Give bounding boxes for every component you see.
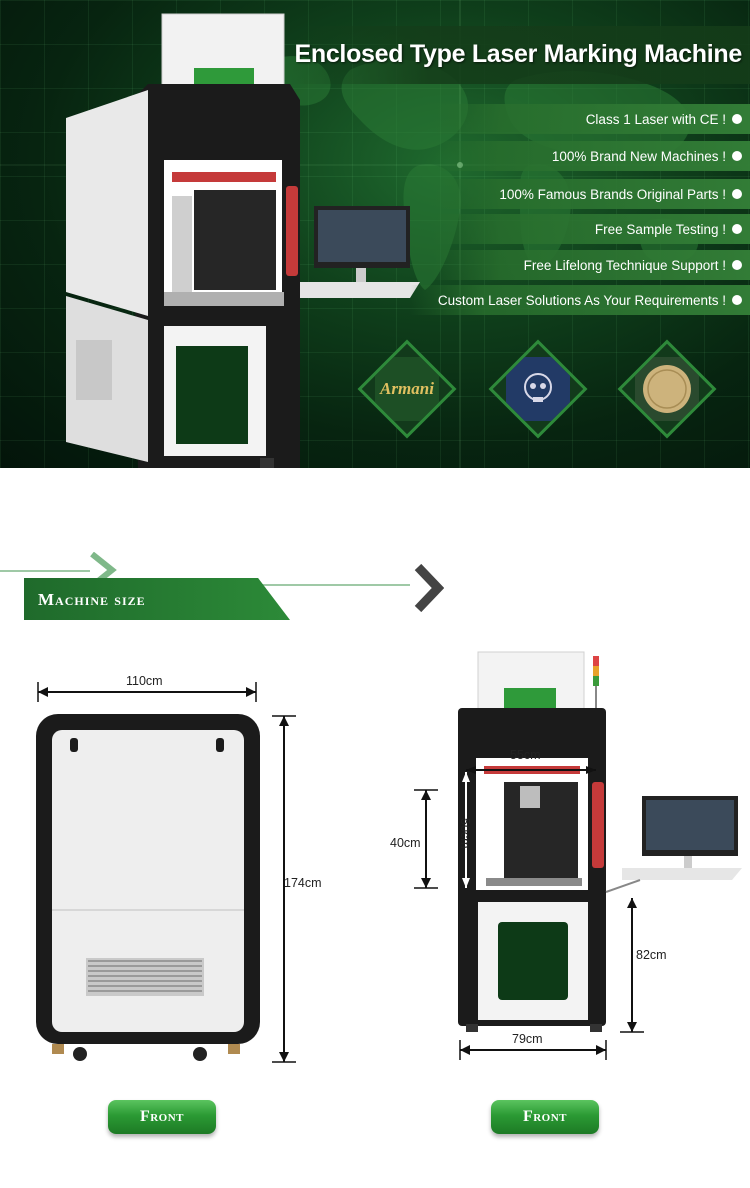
front-height-label: 174cm (284, 876, 322, 890)
side-view-diagram (414, 651, 742, 1060)
table-height-label: 82cm (636, 948, 667, 962)
opening-height-label: 40cm (390, 836, 421, 850)
section-divider (0, 570, 90, 572)
front-view-button[interactable]: Front (491, 1100, 599, 1134)
bullet-icon (732, 151, 742, 161)
skull-icon (524, 373, 552, 402)
section-tab (24, 578, 290, 620)
bullet-icon (732, 224, 742, 234)
bullet-icon (732, 189, 742, 199)
feature-ribbon: Class 1 Laser with CE ! (430, 104, 750, 134)
coin-icon (643, 365, 691, 413)
inner-height-label: 50cm (458, 818, 472, 849)
feature-ribbon: Free Lifelong Technique Support ! (430, 250, 750, 280)
bullet-icon (732, 260, 742, 270)
front-view-button[interactable]: Front (108, 1100, 216, 1134)
hero-title-bar (290, 26, 750, 84)
feature-ribbon: Custom Laser Solutions As Your Requireme… (410, 285, 750, 315)
front-width-label: 110cm (126, 674, 163, 688)
side-width-label: 79cm (512, 1032, 543, 1046)
feature-ribbon: 100% Brand New Machines ! (430, 141, 750, 171)
hero-machine-image (66, 13, 420, 468)
sample-gold-coin (617, 339, 717, 439)
hero-title: Enclosed Type Laser Marking Machine (294, 40, 742, 68)
chevron-right-icon (414, 564, 444, 612)
sample-skull-cup (488, 339, 588, 439)
bullet-icon (732, 295, 742, 305)
section-title: Machine size (38, 590, 146, 609)
front-view-diagram (36, 682, 296, 1063)
hero-banner: Enclosed Type Laser Marking Machine Clas… (0, 0, 750, 468)
bullet-icon (732, 114, 742, 124)
feature-ribbon: Free Sample Testing ! (430, 214, 750, 244)
inner-width-label: 55cm (510, 748, 541, 762)
feature-ribbon: 100% Famous Brands Original Parts ! (430, 179, 750, 209)
